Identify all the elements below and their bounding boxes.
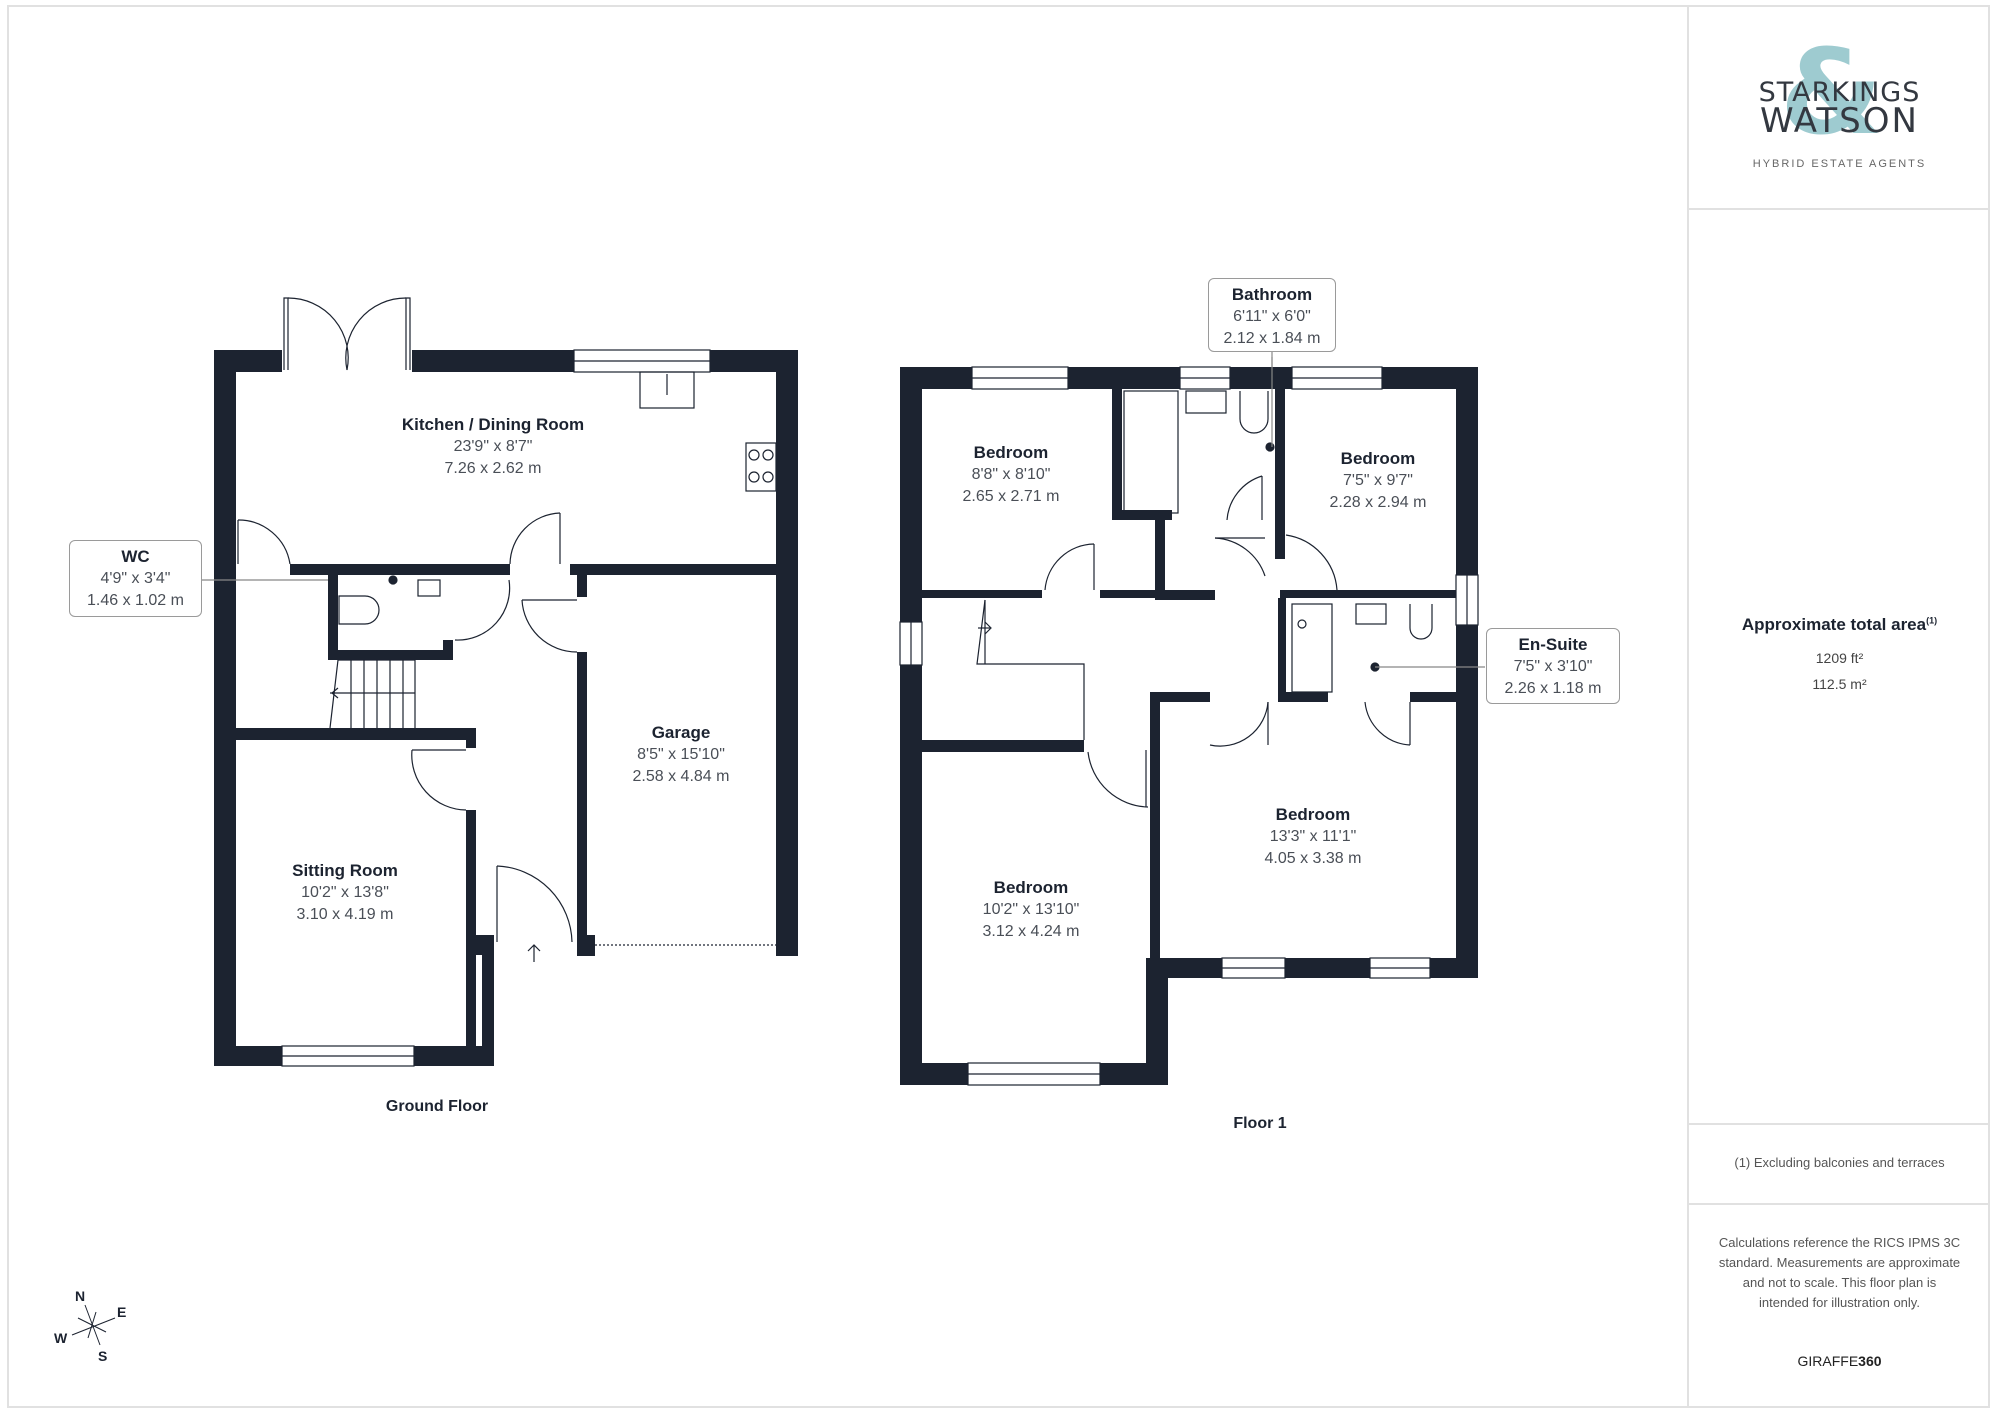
compass-s: S — [98, 1348, 108, 1364]
compass: N E W S — [40, 1270, 140, 1370]
room-wc-callout: WC 4'9" x 3'4" 1.46 x 1.02 m — [69, 540, 202, 617]
room-metric: 3.10 x 4.19 m — [296, 906, 394, 923]
room-bedroom-2: Bedroom 7'5" x 9'7" 2.28 x 2.94 m — [1330, 448, 1427, 514]
room-imperial: 4'9" x 3'4" — [100, 570, 171, 587]
area-imperial: 1209 ft² — [1815, 650, 1864, 666]
area-summary: Approximate total area(1) 1209 ft² 112.5… — [1689, 210, 1990, 1125]
compass-w: W — [54, 1330, 68, 1346]
room-bathroom-callout: Bathroom 6'11" x 6'0" 2.12 x 1.84 m — [1208, 278, 1336, 352]
page-border — [7, 5, 1990, 1408]
room-name: Bedroom — [973, 443, 1049, 462]
provider-logo: GIRAFFE360 — [1689, 1353, 1990, 1369]
room-imperial: 10'2" x 13'10" — [982, 901, 1080, 918]
compass-rose — [71, 1304, 116, 1346]
room-imperial: 8'5" x 15'10" — [637, 746, 725, 763]
area-title-text: Approximate total area — [1741, 615, 1927, 634]
room-metric: 1.46 x 1.02 m — [87, 592, 184, 609]
area-metric: 112.5 m² — [1812, 676, 1867, 692]
info-panel: & STARKINGS WATSON HYBRID ESTATE AGENTS … — [1687, 5, 1990, 1408]
room-metric: 2.58 x 4.84 m — [632, 768, 730, 785]
footnote-text: (1) Excluding balconies and terraces — [1734, 1155, 1945, 1170]
room-name: Bedroom — [1340, 449, 1416, 468]
room-imperial: 10'2" x 13'8" — [301, 884, 389, 901]
ground-floor-plan — [214, 350, 798, 1066]
provider-suffix: 360 — [1858, 1353, 1882, 1369]
floor-label-ground: Ground Floor — [385, 1098, 489, 1115]
compass-n: N — [75, 1288, 86, 1304]
floor-label-floor-1: Floor 1 — [1233, 1115, 1287, 1132]
provider-prefix: GIRAFFE — [1797, 1353, 1859, 1369]
compass-e: E — [117, 1304, 127, 1320]
room-bedroom-3: Bedroom 13'3" x 11'1" 4.05 x 3.38 m — [1265, 804, 1362, 870]
floor-1-plan — [900, 367, 1478, 1085]
logo-ampersand-icon: & — [1779, 23, 1883, 161]
footnote: (1) Excluding balconies and terraces — [1689, 1125, 1990, 1205]
room-imperial: 8'8" x 8'10" — [971, 466, 1051, 483]
footnote-marker: (1) — [1926, 615, 1938, 626]
brand-tagline: HYBRID ESTATE AGENTS — [1752, 158, 1927, 170]
room-metric: 2.26 x 1.18 m — [1504, 680, 1602, 697]
disclaimer: Calculations reference the RICS IPMS 3C … — [1689, 1205, 1990, 1406]
room-metric: 2.28 x 2.94 m — [1329, 494, 1427, 511]
brand-logo: & STARKINGS WATSON HYBRID ESTATE AGENTS — [1689, 5, 1990, 210]
room-name: Bedroom — [993, 878, 1069, 897]
floor-1-fixtures — [899, 352, 1485, 1086]
room-metric: 7.26 x 2.62 m — [444, 460, 542, 477]
room-metric: 4.05 x 3.38 m — [1264, 850, 1362, 867]
room-imperial: 7'5" x 9'7" — [1343, 472, 1413, 489]
room-metric: 2.12 x 1.84 m — [1223, 330, 1321, 347]
brand-name-line2: WATSON — [1760, 101, 1919, 141]
room-metric: 3.12 x 4.24 m — [982, 923, 1080, 940]
room-name: Sitting Room — [292, 861, 398, 880]
room-ensuite-callout: En-Suite 7'5" x 3'10" 2.26 x 1.18 m — [1486, 628, 1620, 704]
room-bedroom-4: Bedroom 10'2" x 13'10" 3.12 x 4.24 m — [983, 877, 1080, 943]
room-name: Garage — [651, 723, 711, 742]
room-name: En-Suite — [1518, 635, 1588, 654]
disclaimer-text: Calculations reference the RICS IPMS 3C … — [1718, 1235, 1961, 1310]
area-title: Approximate total area(1) — [1689, 615, 1990, 635]
room-name: Kitchen / Dining Room — [401, 415, 585, 434]
room-name: Bedroom — [1275, 805, 1351, 824]
room-sitting-room: Sitting Room 10'2" x 13'8" 3.10 x 4.19 m — [292, 860, 398, 926]
ground-floor-fixtures — [202, 297, 777, 1067]
room-imperial: 7'5" x 3'10" — [1513, 658, 1593, 675]
brand-name-line1: STARKINGS — [1758, 77, 1921, 108]
room-metric: 2.65 x 2.71 m — [962, 488, 1060, 505]
room-imperial: 13'3" x 11'1" — [1269, 828, 1357, 845]
room-name: Bathroom — [1231, 285, 1313, 304]
room-imperial: 23'9" x 8'7" — [453, 438, 533, 455]
room-kitchen-dining: Kitchen / Dining Room 23'9" x 8'7" 7.26 … — [402, 414, 584, 480]
room-imperial: 6'11" x 6'0" — [1233, 308, 1311, 325]
room-garage: Garage 8'5" x 15'10" 2.58 x 4.84 m — [633, 722, 730, 788]
room-bedroom-1: Bedroom 8'8" x 8'10" 2.65 x 2.71 m — [963, 442, 1060, 508]
room-name: WC — [121, 547, 150, 566]
